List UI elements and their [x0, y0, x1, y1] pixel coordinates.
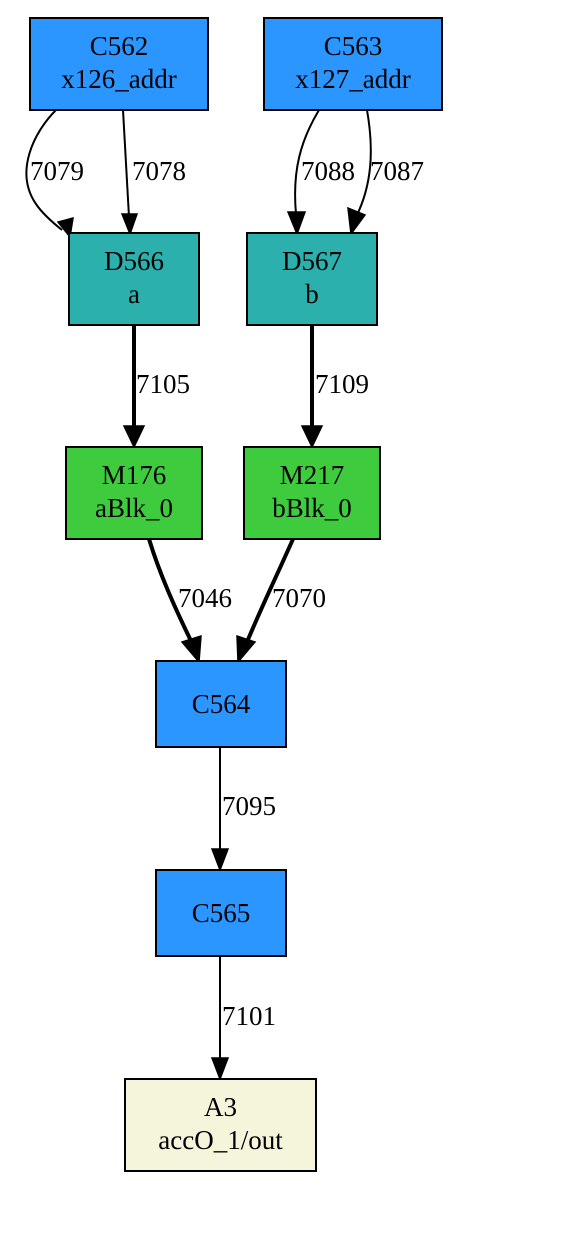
node-label: C562 [90, 31, 149, 61]
edge-label: 7046 [178, 583, 232, 613]
arrowhead-icon [236, 634, 257, 664]
node-box[interactable] [263, 17, 443, 111]
edge-label: 7078 [132, 156, 186, 186]
edges-layer: 7079 7078 7088 7087 7105 7109 7046 7070 7095 7101 [25, 109, 424, 1082]
edge-line [294, 109, 320, 215]
node-label: D567 [282, 246, 342, 276]
edge-c563-d567: 7088 [286, 109, 355, 237]
arrowhead-icon [300, 425, 324, 449]
edge-m217-c564: 7070 [236, 538, 326, 664]
node-box[interactable] [155, 869, 287, 957]
edge-label: 7088 [301, 156, 355, 186]
edge-label: 7109 [315, 369, 369, 399]
arrowhead-icon [122, 425, 146, 449]
node-label: A3 [204, 1092, 237, 1122]
arrowhead-icon [286, 211, 307, 237]
edge-c565-a3: 7101 [210, 956, 276, 1082]
edge-m176-c564: 7046 [147, 538, 232, 664]
edge-label: 7101 [222, 1001, 276, 1031]
edge-label: 7087 [370, 156, 424, 186]
edge-line [147, 538, 194, 644]
edge-c562-d566: 7078 [120, 109, 186, 237]
arrowhead-icon [210, 1057, 230, 1082]
node-sublabel: accO_1/out [158, 1125, 283, 1155]
node-box[interactable] [246, 232, 378, 326]
edge-d567-m217: 7109 [300, 325, 369, 449]
node-sublabel: x127_addr [295, 64, 410, 94]
edge-label: 7070 [272, 583, 326, 613]
node-sublabel: x126_addr [61, 64, 176, 94]
edge-c564-c565: 7095 [210, 747, 276, 873]
arrowhead-icon [210, 848, 230, 873]
node-label: C565 [192, 898, 251, 928]
node-label: M217 [280, 460, 345, 490]
node-box[interactable] [68, 232, 200, 326]
edge-line [355, 109, 372, 218]
node-box[interactable] [65, 446, 203, 540]
edge-line [122, 109, 130, 218]
node-sublabel: aBlk_0 [95, 493, 173, 523]
edge-c563-d567: 7087 [347, 109, 424, 236]
node-label: C564 [192, 689, 251, 719]
edge-d566-m176: 7105 [122, 325, 190, 449]
node-c565[interactable]: C565 [155, 869, 287, 957]
node-box[interactable] [243, 446, 381, 540]
node-c564[interactable]: C564 [155, 660, 287, 748]
node-box[interactable] [29, 17, 209, 111]
edge-line [245, 538, 295, 643]
edge-label: 7095 [222, 791, 276, 821]
node-label: M176 [102, 460, 167, 490]
arrowhead-icon [120, 213, 139, 237]
edge-c562-d566: 7079 [25, 109, 84, 239]
arrowhead-icon [180, 634, 202, 664]
node-box[interactable] [155, 660, 287, 748]
node-label: D566 [104, 246, 164, 276]
node-box[interactable] [124, 1078, 317, 1172]
edge-line [25, 109, 63, 231]
node-sublabel: b [305, 279, 319, 309]
edge-label: 7079 [30, 156, 84, 186]
edge-label: 7105 [136, 369, 190, 399]
node-label: C563 [324, 31, 383, 61]
node-sublabel: a [128, 279, 140, 309]
node-sublabel: bBlk_0 [272, 493, 352, 523]
arrowhead-icon [347, 206, 367, 236]
